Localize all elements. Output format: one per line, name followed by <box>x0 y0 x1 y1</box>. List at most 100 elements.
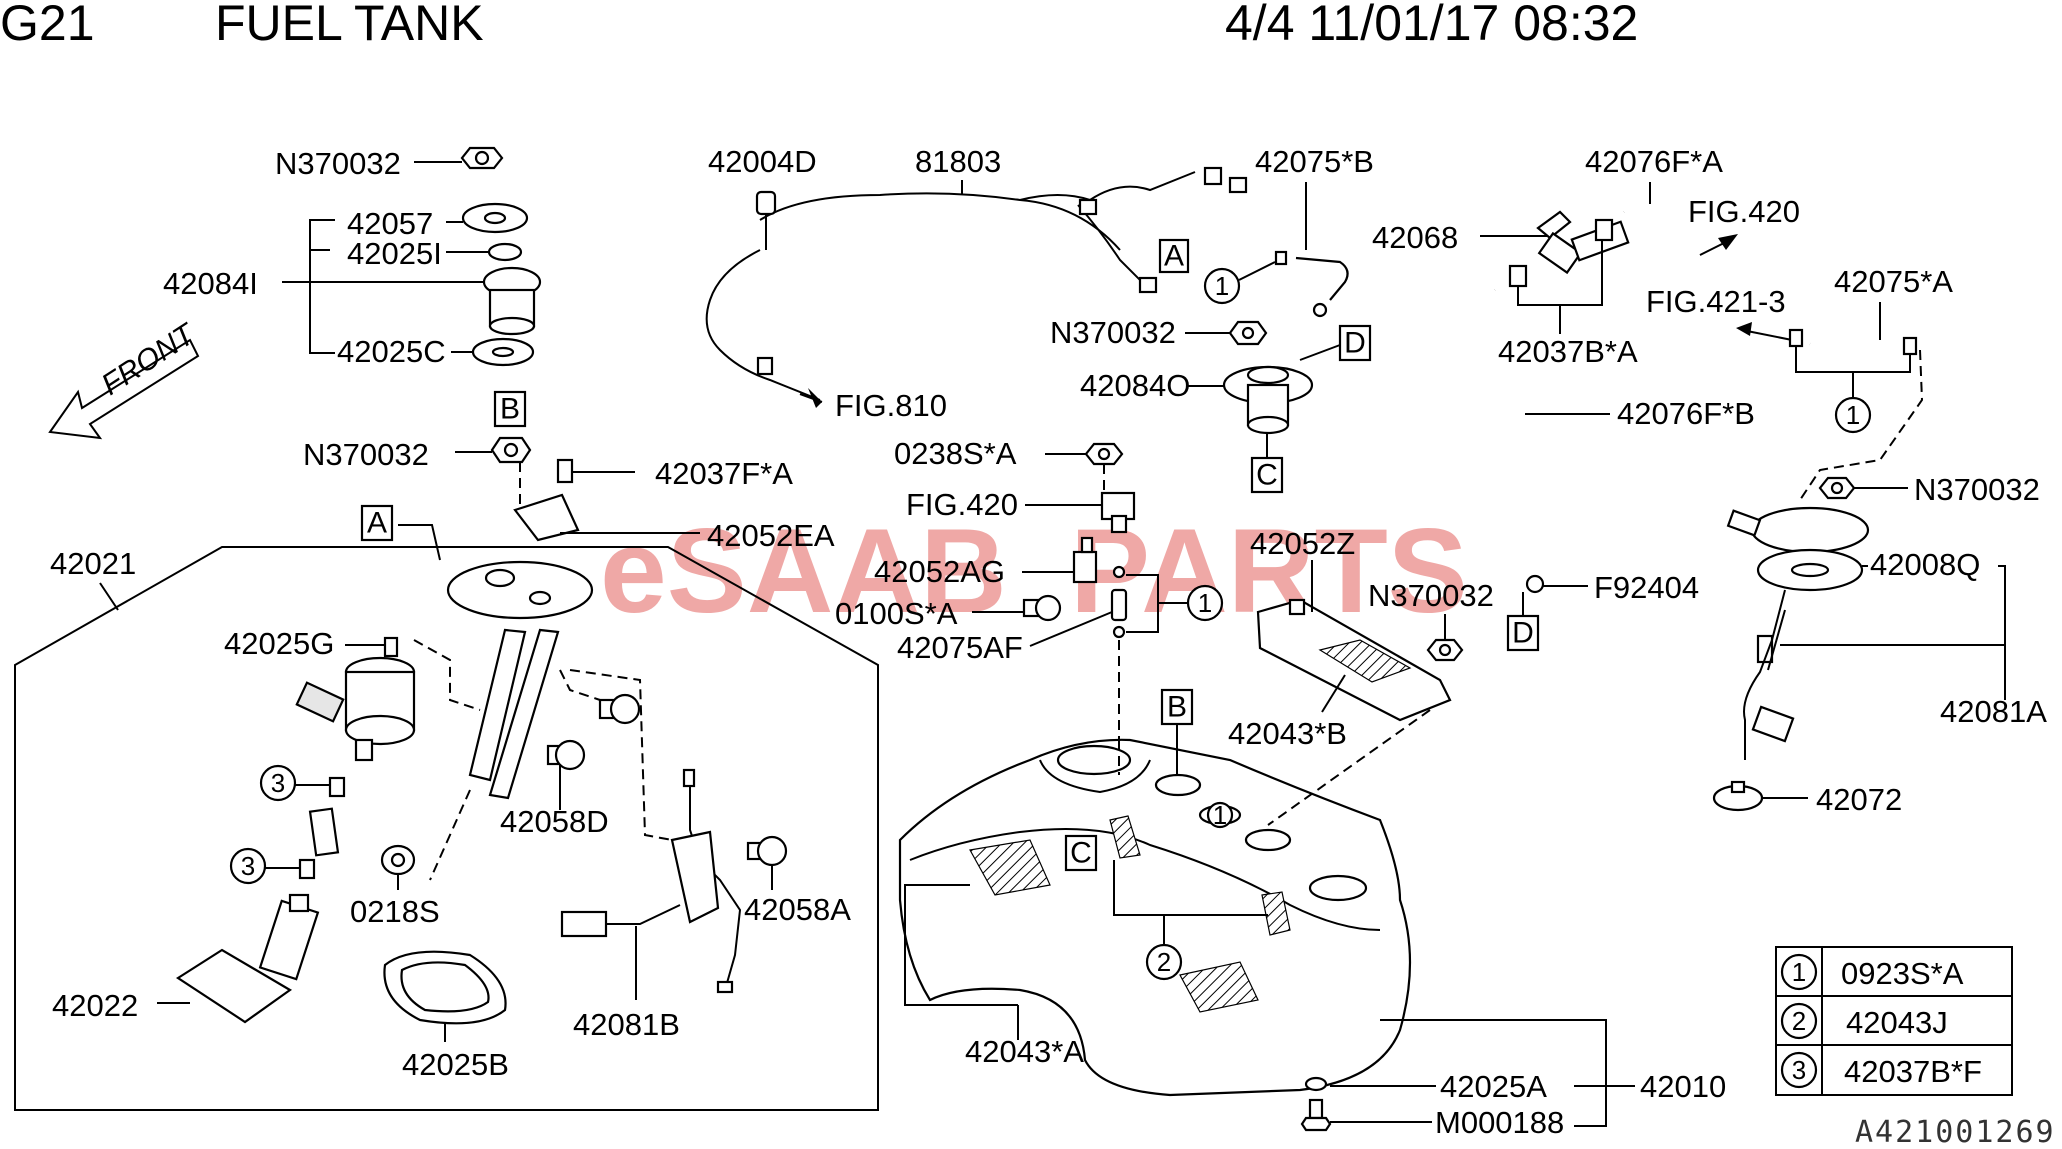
ref-box-a-mid: A <box>1158 238 1190 274</box>
watermark-left: eSAAB <box>600 504 1007 638</box>
drain-bolt-m000188 <box>1300 1098 1332 1132</box>
strainer-42072 <box>1712 780 1764 812</box>
nut-n370032-b <box>490 436 532 464</box>
drawing-code: A421001269 <box>1855 1115 2056 1149</box>
label-42052ea: 42052EA <box>707 518 835 553</box>
pump-assembly-enclosure <box>14 546 879 1111</box>
label-fig810: FIG.810 <box>835 388 947 423</box>
label-42025c: 42025C <box>337 334 446 369</box>
label-42008q: 42008Q <box>1870 547 1980 582</box>
svg-text:3: 3 <box>1792 1055 1806 1085</box>
nut-n370032-right <box>1818 476 1856 500</box>
legend-table: 1 0923S*A 2 42043J 3 42037B*F <box>1775 946 2013 1096</box>
label-42068: 42068 <box>1372 220 1458 255</box>
label-42076fb: 42076F*B <box>1617 396 1755 431</box>
label-42075b: 42075*B <box>1255 144 1374 179</box>
clamp-3-lower: 3 <box>229 847 316 885</box>
label-42037ba: 42037B*A <box>1498 334 1638 369</box>
sender-unit <box>560 768 742 994</box>
svg-text:C: C <box>1070 837 1092 870</box>
label-42025i: 42025I <box>347 236 442 271</box>
label-m000188: M000188 <box>1435 1105 1564 1140</box>
cap-42084o <box>1222 365 1314 435</box>
label-42072: 42072 <box>1816 782 1902 817</box>
pump-flange <box>446 560 594 620</box>
bolt-42058a <box>746 835 788 867</box>
svg-text:2: 2 <box>1792 1006 1806 1036</box>
label-n370032-top: N370032 <box>275 146 401 181</box>
ref-circle-1-vent: 1 <box>1186 584 1224 622</box>
fuel-pump-body <box>295 656 416 762</box>
fuel-cap-42084i <box>482 266 542 336</box>
page-info: 4/4 11/01/17 08:32 <box>1225 0 1638 51</box>
diagram-title: FUEL TANK <box>215 0 484 51</box>
svg-text:C: C <box>1256 459 1278 492</box>
label-42010: 42010 <box>1640 1069 1726 1104</box>
label-42058a: 42058A <box>744 892 851 927</box>
connector-42004d <box>755 190 777 250</box>
bracket-42052ag <box>1072 536 1098 584</box>
elbow-42068 <box>1536 210 1583 275</box>
ref-circle-2: 2 <box>1145 943 1183 981</box>
label-fig420-right: FIG.420 <box>1688 194 1800 229</box>
svg-text:1: 1 <box>1846 400 1860 430</box>
ref-box-b-tank: B <box>1160 688 1194 726</box>
svg-text:42037B*F: 42037B*F <box>1844 1054 1982 1089</box>
clip-42037fa <box>556 458 574 484</box>
pump-bracket <box>468 628 527 782</box>
svg-text:1: 1 <box>1213 800 1227 830</box>
legend-row-1: 1 0923S*A <box>1780 953 1964 991</box>
diagram-group-code: G21 <box>0 0 95 51</box>
label-42081b: 42081B <box>573 1007 680 1042</box>
label-0218s: 0218S <box>350 894 440 929</box>
ref-box-c-mid: C <box>1250 456 1284 494</box>
svg-text:1: 1 <box>1792 957 1806 987</box>
svg-text:D: D <box>1344 327 1366 360</box>
bolt-upper <box>598 693 641 725</box>
label-n370032-z: N370032 <box>1368 578 1494 613</box>
ref-box-c-tank: C <box>1064 834 1098 872</box>
legend-row-2: 2 42043J <box>1780 1002 1948 1040</box>
svg-text:A: A <box>367 507 387 540</box>
svg-text:42043J: 42043J <box>1846 1005 1948 1040</box>
label-42025a: 42025A <box>1440 1069 1547 1104</box>
label-42084o: 42084O <box>1080 368 1190 403</box>
label-42081a: 42081A <box>1940 694 2047 729</box>
ref-box-a-left: A <box>360 504 394 542</box>
ref-circle-1-right: 1 <box>1834 396 1872 434</box>
label-n370032-b: N370032 <box>303 437 429 472</box>
label-fig420-mid: FIG.420 <box>906 487 1018 522</box>
label-42004d: 42004D <box>708 144 817 179</box>
fuel-tank-42010: 1 <box>898 738 1412 1097</box>
label-42076fa: 42076F*A <box>1585 144 1723 179</box>
label-42084i: 42084I <box>163 266 258 301</box>
label-42052ag: 42052AG <box>874 554 1005 589</box>
valve-fig420 <box>1100 491 1136 534</box>
hose-segment <box>308 807 340 857</box>
nut-0238sa <box>1084 442 1124 466</box>
label-42075a: 42075*A <box>1834 264 1953 299</box>
label-fig421-3: FIG.421-3 <box>1646 284 1786 319</box>
ref-box-d-right: D <box>1506 614 1540 652</box>
label-42025g: 42025G <box>224 626 334 661</box>
ref-box-d-mid: D <box>1338 324 1372 362</box>
nipple-42025g <box>383 636 399 658</box>
wiring-harness-81803 <box>705 192 1121 401</box>
label-0100sa: 0100S*A <box>835 596 958 631</box>
hose-42075af <box>1110 565 1128 639</box>
ref-circle-1-mid: 1 <box>1203 267 1241 305</box>
label-42021: 42021 <box>50 546 136 581</box>
ref-box-b-top: B <box>493 390 527 428</box>
label-42058d: 42058D <box>500 804 609 839</box>
label-42043a: 42043*A <box>965 1034 1084 1069</box>
oring-42025i <box>487 242 523 262</box>
svg-text:2: 2 <box>1157 947 1171 977</box>
svg-text:3: 3 <box>271 768 285 798</box>
nut-n370032-z <box>1426 638 1464 662</box>
svg-text:1: 1 <box>1198 588 1212 618</box>
label-42057: 42057 <box>347 206 433 241</box>
hose-42075b <box>1295 256 1349 301</box>
label-f92404: F92404 <box>1594 570 1699 605</box>
sender-flange-42081a <box>1726 506 1870 760</box>
